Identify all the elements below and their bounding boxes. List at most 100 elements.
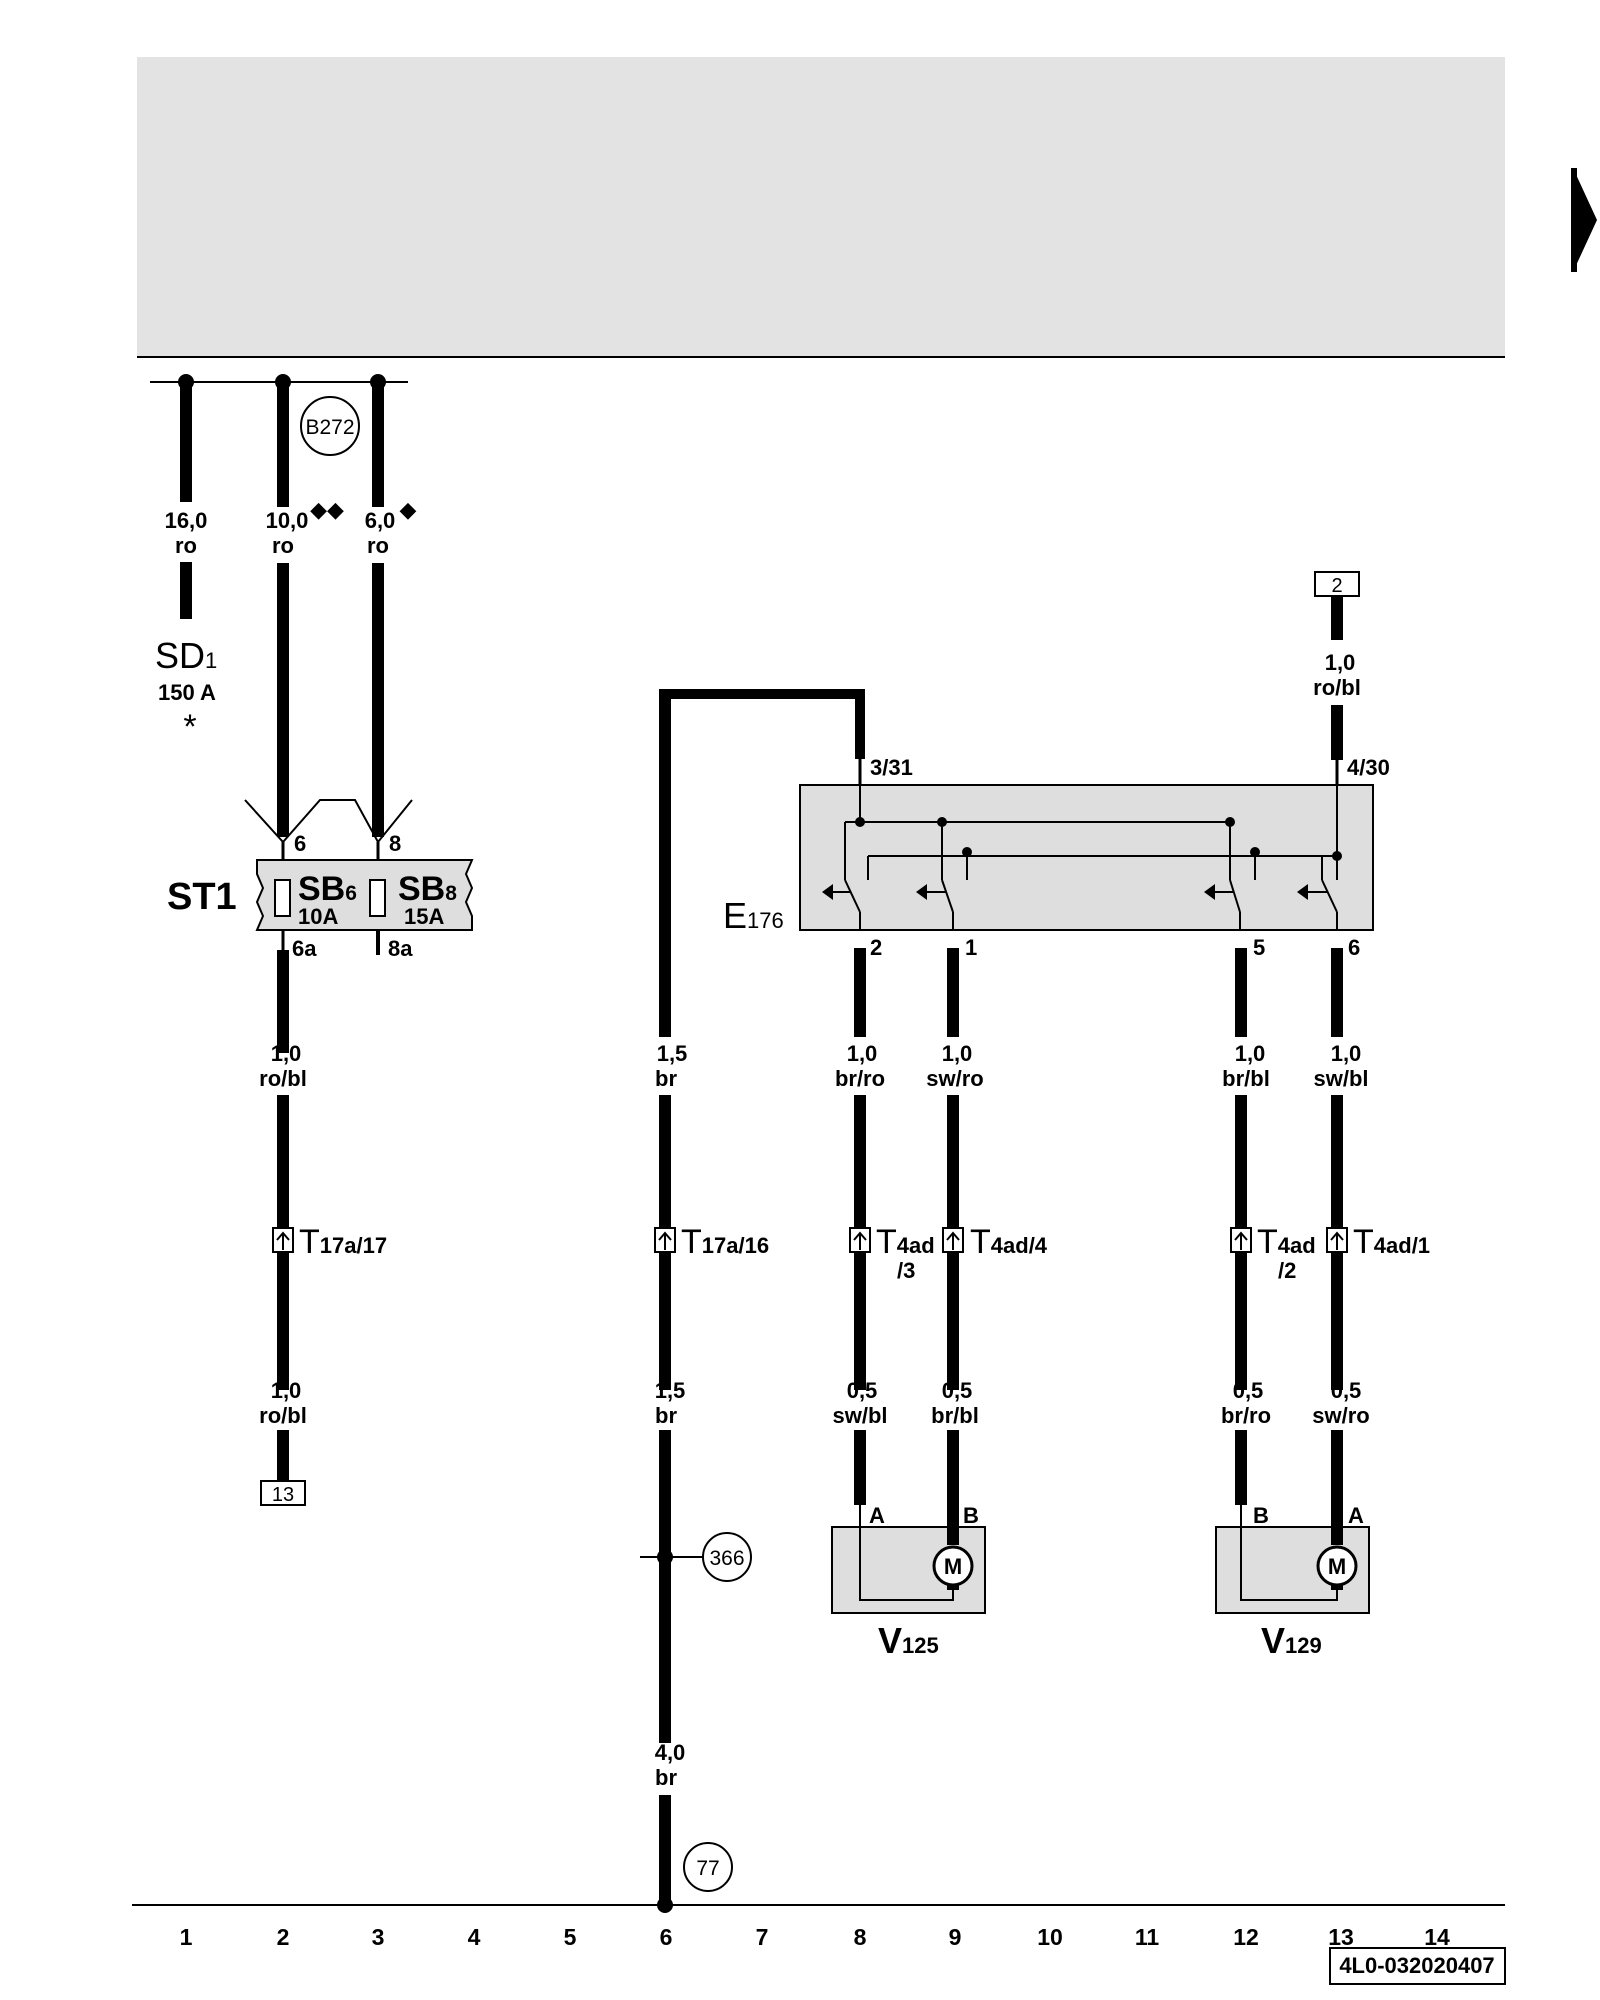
wire-color-label: sw/ro	[1312, 1403, 1369, 1428]
t4ad2-label: T4ad	[1257, 1223, 1316, 1261]
e176-internal-contacts	[828, 785, 1338, 930]
wire-color-label: ro	[175, 533, 197, 558]
wire-color-label: sw/bl	[832, 1403, 887, 1428]
column-number: 13	[1328, 1924, 1354, 1950]
wire-color-label: br/bl	[1222, 1066, 1270, 1091]
fuse-sb6-symbol	[274, 879, 291, 917]
wire-gauge-label: 0,5	[942, 1378, 973, 1403]
st1-label: ST1	[167, 876, 237, 918]
column-number: 4	[468, 1924, 481, 1950]
ref-13-label: 13	[272, 1484, 294, 1506]
ground-77	[683, 1842, 733, 1892]
fuse-sb8-symbol	[369, 879, 386, 917]
wire-col1-upper	[180, 382, 192, 502]
doc-id-label: 4L0-032020407	[1339, 1953, 1494, 1978]
wire-gauge-label: 0,5	[847, 1378, 878, 1403]
wire-col3-a	[372, 382, 384, 507]
wire-color-label: br/ro	[835, 1066, 885, 1091]
sb8-label: SB8	[398, 870, 457, 908]
wire-gauge-label: 0,5	[1331, 1378, 1362, 1403]
wire-color-label: br	[655, 1765, 677, 1790]
column-number: 6	[660, 1924, 673, 1950]
wire-color-label: ro/bl	[259, 1066, 307, 1091]
sd1-note: *	[183, 708, 196, 746]
doc-id-box	[1329, 1947, 1506, 1985]
wire-gauge-label: 4,0	[655, 1740, 686, 1765]
column-number: 7	[756, 1924, 769, 1950]
t17a16-label: T17a/16	[681, 1223, 769, 1261]
e176-actuator-arrows	[822, 884, 1308, 900]
column-number: 8	[854, 1924, 867, 1950]
pin-e176-5: 5	[1253, 935, 1265, 960]
wire-mark: ◆◆	[310, 497, 344, 522]
pin-st1-8a: 8a	[388, 936, 413, 961]
v125-motor-symbol: M	[944, 1554, 962, 1579]
pin-v125-b: B	[963, 1503, 979, 1528]
wire-col1-lower	[180, 562, 192, 619]
wire-col2-c	[277, 950, 289, 1053]
wire-gauge-label: 1,5	[657, 1041, 688, 1066]
wire-gauge-label: 1,0	[1325, 650, 1356, 675]
next-page-arrow-icon[interactable]	[1573, 168, 1597, 272]
v129-motor-symbol: M	[1328, 1554, 1346, 1579]
wire-color-label: ro	[272, 533, 294, 558]
pin-e176-6: 6	[1348, 935, 1360, 960]
sb6-label: SB6	[298, 870, 357, 908]
wire-color-label: br/ro	[1221, 1403, 1271, 1428]
ref-box-13[interactable]	[260, 1480, 306, 1506]
t4ad1-label: T4ad/1	[1353, 1223, 1430, 1261]
wire-gauge-label: 10,0	[266, 508, 309, 533]
pin-e176-3-31: 3/31	[870, 755, 913, 780]
wire-col6-a	[659, 689, 671, 1037]
wire-col3-b	[372, 563, 384, 837]
st1-fuse-carrier	[255, 859, 474, 931]
t4ad3-sub2: /3	[897, 1258, 915, 1283]
column-number: 12	[1233, 1924, 1259, 1950]
wire-col6-c	[659, 1430, 671, 1743]
t17a17-label: T17a/17	[299, 1223, 387, 1261]
v129-label: V129	[1261, 1620, 1322, 1661]
sb6-rating: 10A	[298, 904, 338, 929]
wire-mark: ◆	[400, 497, 417, 522]
sb8-rating: 15A	[404, 904, 444, 929]
ground-b272-label: B272	[305, 416, 354, 439]
wire-gauge-label: 1,0	[942, 1041, 973, 1066]
column-number: 11	[1135, 1924, 1160, 1950]
pin-v129-a: A	[1348, 1503, 1364, 1528]
motor-icon	[932, 1545, 974, 1587]
v125-label: V125	[878, 1620, 939, 1661]
wire-color-label: ro/bl	[1313, 675, 1361, 700]
fuse-link-lines	[244, 799, 413, 844]
header-area	[137, 57, 1505, 357]
wire-col13-top-a	[1331, 596, 1343, 640]
ground-366	[702, 1532, 752, 1582]
ref-box-2[interactable]	[1314, 571, 1360, 597]
e176-junction-dots	[855, 817, 1342, 861]
wire-gauge-label: 6,0	[365, 508, 396, 533]
wire-color-label: sw/bl	[1313, 1066, 1368, 1091]
wire-color-label: br/bl	[931, 1403, 979, 1428]
motor-icon	[1316, 1545, 1358, 1587]
pin-e176-1: 1	[965, 935, 977, 960]
wire-col8-top	[855, 689, 865, 759]
wire-col13-top-b	[1331, 705, 1343, 760]
ground-b272	[300, 396, 360, 456]
ground-77-label: 77	[696, 1857, 719, 1880]
wire-gauge-label: 1,0	[271, 1041, 302, 1066]
column-number: 14	[1424, 1924, 1450, 1950]
pin-e176-4-30: 4/30	[1347, 755, 1390, 780]
column-number: 1	[180, 1924, 193, 1950]
t4ad2-sub2: /2	[1278, 1258, 1296, 1283]
sd1-label: SD1	[155, 635, 217, 676]
t4ad4-label: T4ad/4	[970, 1223, 1048, 1261]
wire-col6-top-horizontal	[659, 689, 865, 699]
wire-col2-e	[277, 1430, 289, 1482]
wire-col2-a	[277, 382, 289, 507]
column-number: 10	[1037, 1924, 1063, 1950]
pin-v129-b: B	[1253, 1503, 1269, 1528]
pin-st1-8: 8	[389, 831, 401, 856]
column-number: 9	[949, 1924, 962, 1950]
column-number: 5	[564, 1924, 577, 1950]
